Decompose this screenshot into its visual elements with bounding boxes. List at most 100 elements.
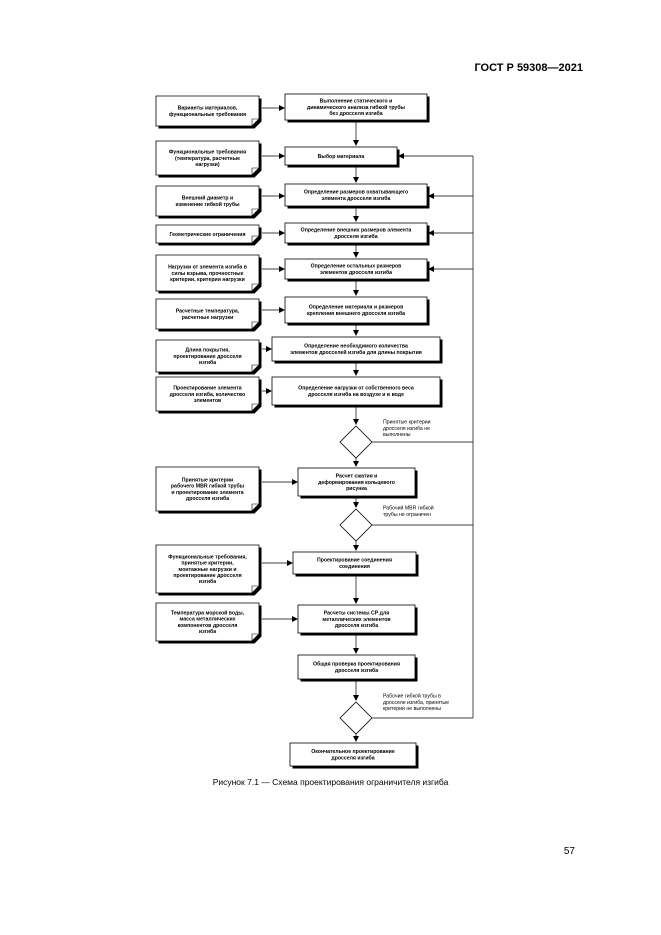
input-text: изменение гибкой трубы — [175, 201, 240, 208]
input-box-fold — [251, 633, 259, 641]
input-box-fold — [251, 321, 259, 329]
figure-caption: Рисунок 7.1 — Схема проектирования огран… — [212, 777, 449, 787]
input-text: и проектирование элемента — [171, 490, 243, 496]
input-box — [155, 298, 260, 330]
input-text: изгиба — [199, 359, 216, 366]
decision-label: дросселе изгиба, принятые — [383, 700, 449, 706]
decision-label: Рабочий MBR гибкой — [383, 505, 434, 512]
input-box — [155, 466, 260, 512]
input-box — [155, 224, 260, 244]
process-box — [284, 296, 428, 324]
process-text: Выполнение статического и — [320, 99, 393, 105]
process-text: металлических элементов — [322, 617, 390, 623]
process-text: соединения — [339, 564, 370, 570]
input-text: принятые критерии, — [181, 561, 234, 567]
input-box — [155, 376, 260, 412]
input-box-fold — [251, 585, 259, 593]
input-box — [155, 602, 260, 642]
input-text: (температура, расчетные — [175, 156, 240, 162]
input-text: масса металлических — [179, 617, 235, 623]
decision-label: Принятые критерии — [383, 420, 431, 426]
decision-label: Рабочие гибкой трубы в — [383, 693, 441, 700]
input-text: силы взрыва, прочностные — [172, 271, 244, 277]
process-text: дросселя изгиба — [331, 754, 374, 761]
process-text: Общая проверка проектирования — [313, 661, 400, 668]
process-text: элементов дросселя изгиба — [320, 269, 392, 276]
process-text: Выбор материала — [318, 153, 365, 160]
decision-label: дросселя изгиба не — [383, 426, 430, 432]
process-text: дросселя изгиба — [334, 233, 377, 240]
input-box-fold — [251, 167, 259, 175]
decision-label: критерии не выполнены — [383, 706, 441, 712]
input-box-fold — [251, 235, 259, 243]
page-number: 57 — [563, 846, 575, 857]
process-text: Определение необходимого количества — [304, 343, 408, 350]
process-text: динамического анализа гибкой трубы — [307, 104, 405, 111]
process-text: Определение материала и размеров — [309, 305, 404, 311]
process-text: Определение остальных размеров — [311, 264, 402, 270]
input-text: Варианты материалов, — [178, 106, 238, 112]
process-text: Окончательное проектирование — [311, 749, 395, 755]
process-text: дросселя изгиба — [335, 667, 378, 674]
input-text: Геометрические ограничения — [170, 232, 246, 238]
process-box — [271, 376, 441, 406]
input-box — [155, 339, 260, 373]
input-text: изгиба — [199, 578, 216, 585]
input-box — [155, 544, 260, 594]
process-text: Расчет сжатия и — [336, 474, 378, 480]
process-box — [271, 336, 441, 362]
process-text: деформирования кольцевого — [318, 479, 395, 486]
decision-label: трубы не ограничен — [383, 512, 431, 518]
process-box — [297, 467, 416, 497]
process-text: элементов дросселей изгиба для длины пок… — [290, 349, 422, 356]
input-text: Принятые критерии — [182, 478, 233, 484]
input-text: Внешний диаметр и — [182, 195, 233, 202]
input-box — [155, 95, 260, 127]
input-box-fold — [251, 283, 259, 291]
input-text: изгиба — [199, 628, 216, 635]
input-box — [155, 254, 260, 292]
input-text: Длина покрытия, — [185, 348, 230, 354]
process-box — [289, 742, 417, 767]
process-box — [292, 551, 417, 575]
process-text: Проектирование соединения — [317, 558, 392, 564]
input-box-fold — [251, 118, 259, 126]
process-text: Определение размеров охватывающего — [304, 190, 408, 196]
process-box — [284, 146, 398, 166]
process-text: элемента дросселя изгиба — [322, 195, 391, 202]
input-text: Расчетные температура, — [176, 309, 240, 315]
input-text: монтажные нагрузки и — [178, 567, 236, 573]
process-text: крепления внешнего дросселя изгиба — [307, 310, 405, 317]
input-text: компонентов дросселя — [178, 623, 238, 629]
process-box — [297, 604, 416, 634]
process-text: Определение внешних размеров элемента — [301, 228, 412, 234]
process-box — [297, 654, 416, 680]
input-text: функциональные требования — [169, 111, 246, 118]
process-text: рисунка — [346, 486, 367, 492]
input-box — [155, 140, 260, 176]
decision-diamond — [339, 701, 373, 735]
process-text: Расчеты системы СР для — [324, 611, 390, 617]
input-text: проектирование дросселя — [173, 354, 241, 360]
input-text: Температура морской воды, — [171, 610, 245, 617]
decision-label: выполнены — [383, 432, 411, 438]
input-text: элементов — [194, 398, 221, 404]
input-text: критерии, критерии нагрузки — [170, 277, 245, 283]
input-text: нагрузки) — [195, 162, 219, 168]
process-text: без дросселя изгиба — [329, 110, 382, 117]
decision-diamond — [339, 508, 373, 542]
input-text: проектирование дросселя — [173, 573, 241, 579]
input-box-fold — [251, 208, 259, 216]
input-text: дросселя изгиба, количество — [170, 391, 246, 398]
input-text: рабочего MBR гибкой трубы — [171, 483, 245, 490]
input-text: Проектирование элемента — [173, 386, 241, 392]
decision-diamond — [339, 425, 373, 459]
process-text: дросселя изгиба — [335, 622, 378, 629]
input-text: Нагрузки от элемента изгиба в — [168, 264, 247, 271]
input-box-fold — [251, 503, 259, 511]
process-box — [284, 93, 428, 121]
input-box — [155, 185, 260, 217]
process-text: Определение нагрузки от собственного вес… — [298, 385, 414, 392]
process-text: дросселя изгиба на воздухе и в воде — [308, 391, 404, 398]
